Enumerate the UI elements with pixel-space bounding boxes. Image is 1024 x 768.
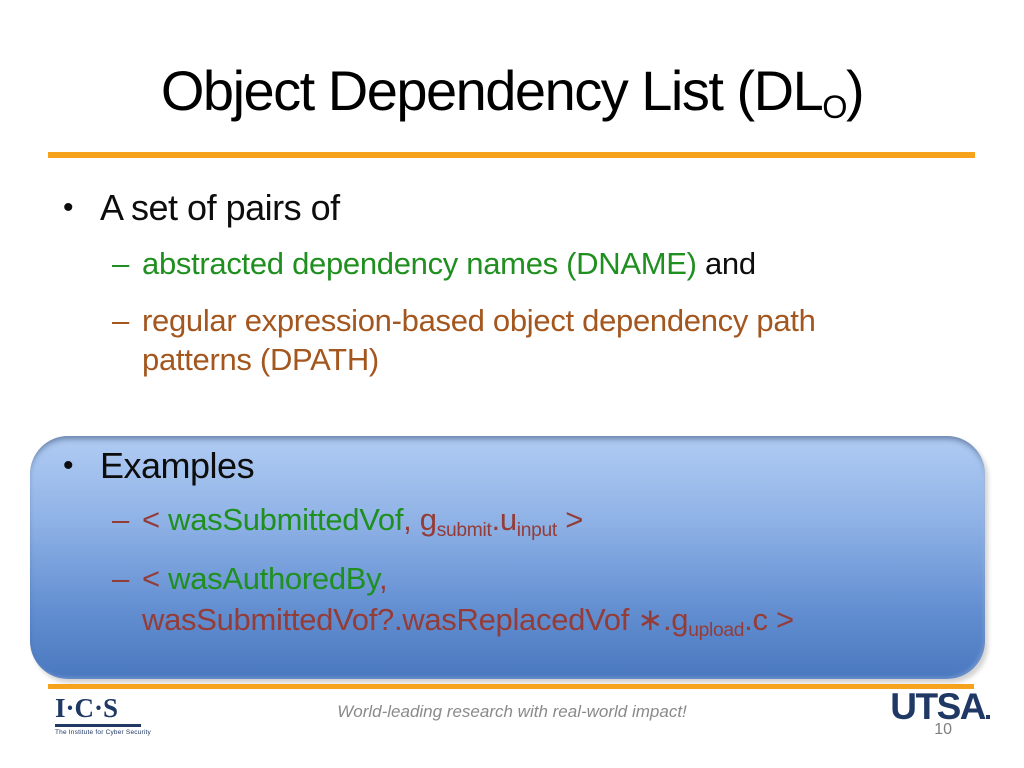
bullet-examples: • Examples (63, 444, 255, 488)
utsa-logo-text: UTSA (890, 686, 986, 727)
ex1-sep: , (403, 502, 420, 537)
utsa-trademark-dot (986, 715, 990, 719)
ics-logo-text: I·C·S (55, 693, 119, 723)
subbullet-dpath-text: regular expression-based object dependen… (142, 301, 816, 379)
example-2-text: < wasAuthoredBy, wasSubmittedVof?.wasRepl… (142, 558, 794, 640)
subbullet-dpath: –regular expression-based object depende… (112, 301, 816, 379)
ex1-dname: wasSubmittedVof (168, 502, 404, 537)
ics-logo-tagline: The Institute for Cyber Security (55, 729, 151, 736)
example-2: –< wasAuthoredBy, wasSubmittedVof?.wasRep… (112, 558, 794, 640)
dpath-line2: patterns (DPATH) (142, 342, 379, 377)
example-1: –< wasSubmittedVof, gsubmit.uinput > (112, 500, 584, 541)
ex1-sub-submit: submit (436, 519, 492, 541)
ics-logo: I·C·S The Institute for Cyber Security (55, 693, 185, 736)
ex1-close: > (556, 502, 584, 537)
bullet-text: A set of pairs of (100, 187, 340, 228)
bullet-dot-icon: • (63, 449, 74, 482)
title-divider-rule (48, 152, 975, 158)
examples-callout-box: • Examples –< wasSubmittedVof, gsubmit.ui… (30, 436, 985, 679)
title-subscript: O (822, 89, 847, 126)
footer-divider-rule (48, 684, 974, 689)
ex1-sub-input: input (516, 519, 557, 541)
page-number: 10 (934, 721, 952, 738)
page-title: Object Dependency List (DLO) (0, 55, 1024, 127)
examples-heading: Examples (100, 445, 255, 486)
ex1-dot: . (491, 502, 501, 537)
utsa-logo: UTSA (890, 688, 990, 725)
footer-tagline: World-leading research with real-world i… (337, 702, 687, 721)
subbullet-dname: –abstracted dependency names (DNAME) and (112, 244, 756, 283)
ex1-open: < (142, 502, 169, 537)
title-text: Object Dependency List (DL (160, 59, 824, 122)
ics-logo-underline (55, 724, 141, 727)
ex1-u: u (499, 502, 517, 537)
ex1-g: g (419, 502, 437, 537)
dpath-line1: regular expression-based object dependen… (142, 303, 816, 338)
title-suffix: ) (845, 59, 865, 122)
example-1-text: < wasSubmittedVof, gsubmit.uinput > (142, 500, 584, 541)
subbullet-dname-text: abstracted dependency names (DNAME) and (142, 244, 756, 283)
ex2-sub-upload: upload (688, 619, 745, 641)
dash-icon: – (112, 303, 129, 338)
bullet-dot-icon: • (63, 191, 74, 224)
dname-and-text: and (696, 246, 756, 281)
ex2-dname: wasAuthoredBy (168, 561, 380, 596)
bullet-set-of-pairs: • A set of pairs of (63, 186, 340, 230)
ex2-sep: , (379, 561, 388, 596)
ex2-path: wasSubmittedVof?.wasReplacedVof ∗.g (142, 602, 689, 637)
ex2-path-end: .c > (744, 602, 794, 637)
dash-icon: – (112, 502, 129, 537)
ex2-open: < (142, 561, 169, 596)
dname-green-text: abstracted dependency names (DNAME) (142, 246, 697, 281)
dash-icon: – (112, 246, 129, 281)
dash-icon: – (112, 561, 129, 596)
